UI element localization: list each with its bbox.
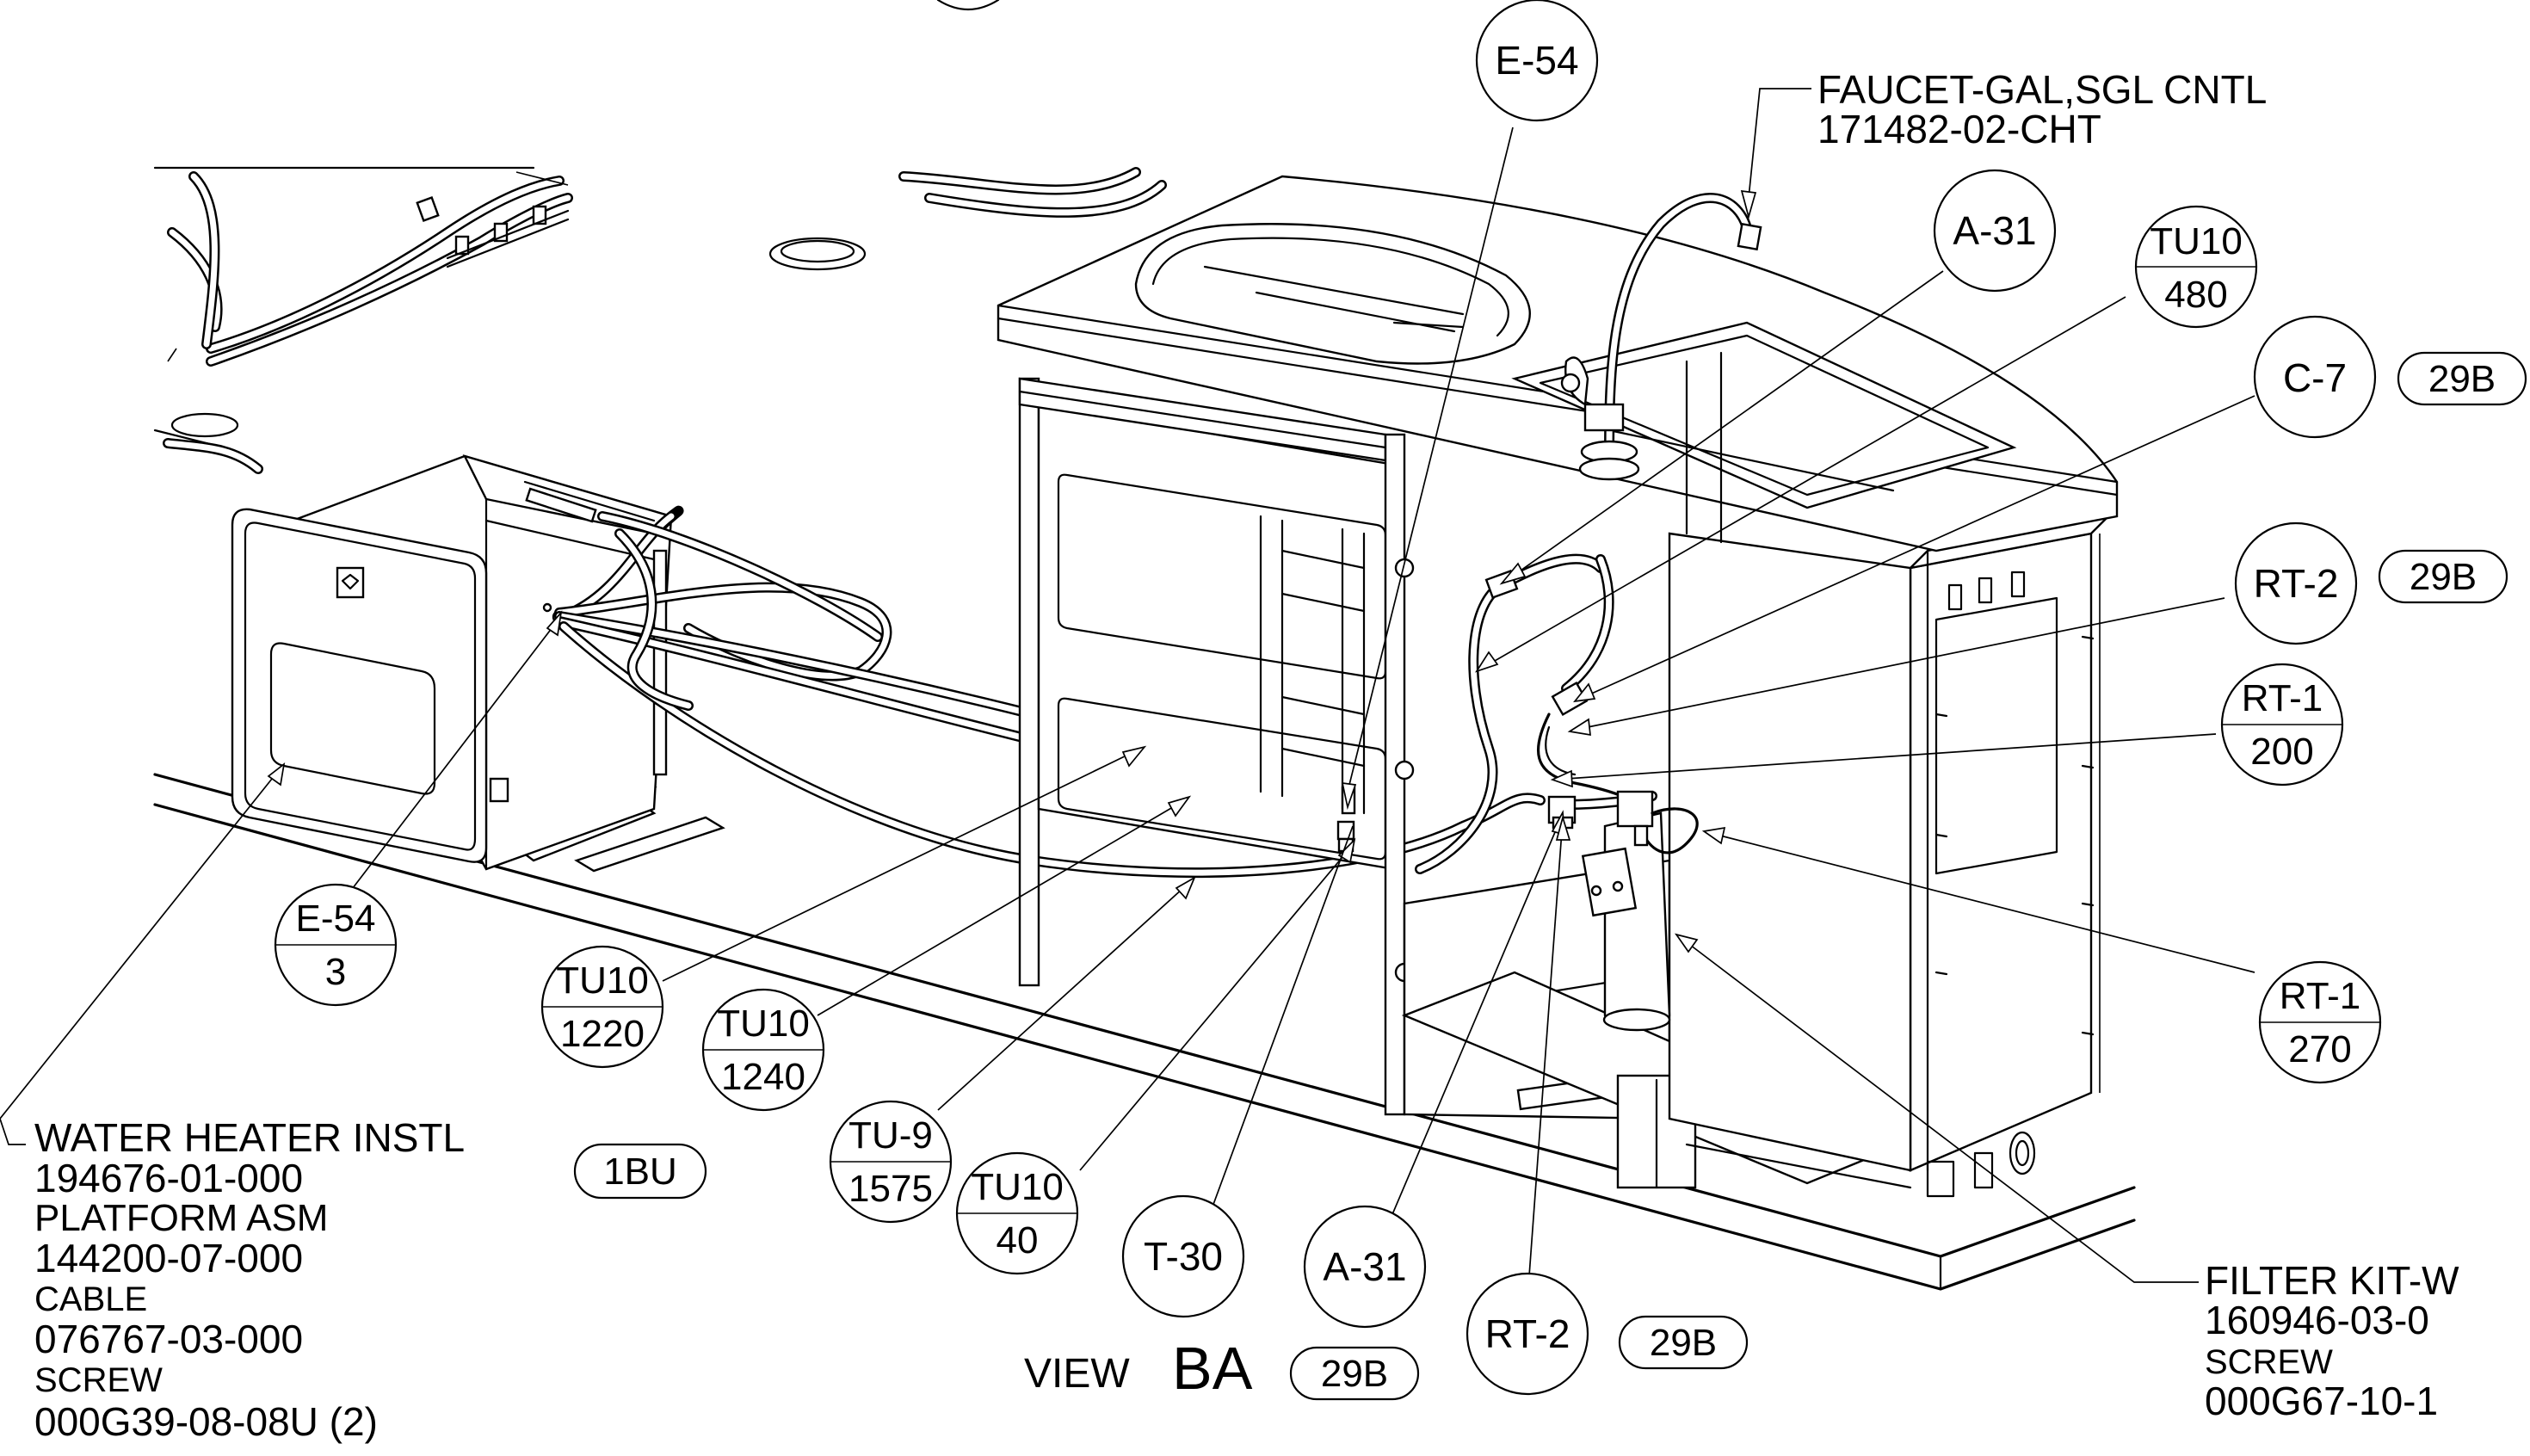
leader-lines [0,88,2255,1300]
balloon-label: RT-2 [2254,561,2339,606]
balloon-a31-bottom: A-31 [1303,1205,1427,1329]
faucet [1560,193,1762,481]
view-title-name: BA [1172,1335,1253,1402]
balloon-label: A-31 [1323,1244,1406,1289]
balloon-label-top: TU10 [2150,220,2243,262]
balloon-label: A-31 [1953,208,2036,253]
balloon-e54-3: E-54 3 [274,883,398,1007]
balloon-label-top: E-54 [296,898,376,940]
callout-line: 000G39-08-08U (2) [34,1399,378,1444]
callout-faucet: FAUCET-GAL,SGL CNTL 171482-02-CHT [1817,67,2267,151]
callout-line: SCREW [2205,1343,2333,1381]
view-sheet-ref: 29B [1321,1353,1388,1395]
callout-line: FAUCET-GAL,SGL CNTL [1817,67,2267,112]
balloon-label: E-54 [1495,38,1578,83]
water-filter [1581,790,1699,1032]
balloon-label-bottom: 200 [2250,731,2313,773]
balloon-label-top: TU10 [717,1003,810,1045]
callout-line: SCREW [34,1361,163,1399]
balloon-a31-top: A-31 [1933,169,2057,293]
balloon-label-bottom: 40 [997,1219,1039,1262]
view-title: VIEW BA 29B [1024,1335,1420,1402]
callout-line: 160946-03-0 [2205,1298,2429,1342]
balloon-label-bottom: 1220 [560,1013,645,1055]
balloon-rt2-bottom: RT-2 29B [1466,1272,1749,1396]
callout-line: 000G67-10-1 [2205,1379,2438,1423]
upper-hose-bundle [163,167,1167,474]
balloon-label-top: RT-1 [2280,975,2361,1017]
balloon-rt1-270: RT-1 270 [2258,960,2382,1084]
balloon-label: T-30 [1144,1234,1223,1279]
balloon-label-top: TU10 [556,959,649,1002]
callout-line: PLATFORM ASM [34,1197,328,1239]
callout-line: 194676-01-000 [34,1156,303,1200]
balloon-label-bottom: 1240 [721,1056,805,1098]
callout-line: 144200-07-000 [34,1236,303,1280]
floor-hole-left [170,412,239,438]
balloon-tu10-40: TU10 40 [955,1151,1079,1275]
view-title-prefix: VIEW [1024,1351,1130,1397]
balloon-e54-top: E-54 [1475,0,1599,122]
sheet-ref: 29B [2410,556,2477,598]
balloon-label-top: TU-9 [848,1114,933,1157]
floor-drain-hole [768,237,867,271]
sheet-ref: 1BU [603,1151,677,1193]
balloon-t30: T-30 [1121,1194,1245,1318]
balloon-label-bottom: 480 [2164,274,2227,316]
balloon-label-bottom: 3 [325,951,346,993]
countertop-sink [997,175,2119,552]
balloon-tu10-480: TU10 480 [2134,205,2258,329]
balloon-rt1-200: RT-1 200 [2220,663,2344,787]
callout-line: 171482-02-CHT [1817,107,2101,151]
balloon-label-bottom: 1575 [848,1168,933,1210]
balloon-label-bottom: 270 [2288,1028,2351,1070]
sheet-ref: 29B [2428,358,2496,400]
callout-line: FILTER KIT-W [2205,1258,2459,1303]
sheet-ref: 29B [1650,1322,1717,1364]
callout-line: WATER HEATER INSTL [34,1115,465,1160]
callout-line: 076767-03-000 [34,1317,303,1361]
callout-line: CABLE [34,1280,147,1318]
balloon-tu10-1220: TU10 1220 [540,945,664,1069]
heater-logo-icon [336,566,365,599]
balloon-label: C-7 [2283,355,2347,400]
balloon-tu10-1240: TU10 1240 [701,988,825,1112]
callout-water-heater: WATER HEATER INSTL 194676-01-000 PLATFOR… [34,1115,707,1444]
balloon-rt2-right: RT-2 29B [2234,521,2508,645]
balloon-tu9-1575: TU-9 1575 [829,1100,953,1224]
balloon-c7: C-7 29B [2253,315,2527,439]
water-heater [231,454,674,871]
balloon-label-top: RT-1 [2242,677,2323,719]
balloon-label: RT-2 [1485,1311,1570,1356]
sink-cabinet [1018,377,2112,1198]
callout-filter-kit: FILTER KIT-W 160946-03-0 SCREW 000G67-10… [2205,1258,2459,1423]
balloon-label-top: TU10 [971,1166,1064,1208]
cropped-balloon-edge [936,0,1000,10]
